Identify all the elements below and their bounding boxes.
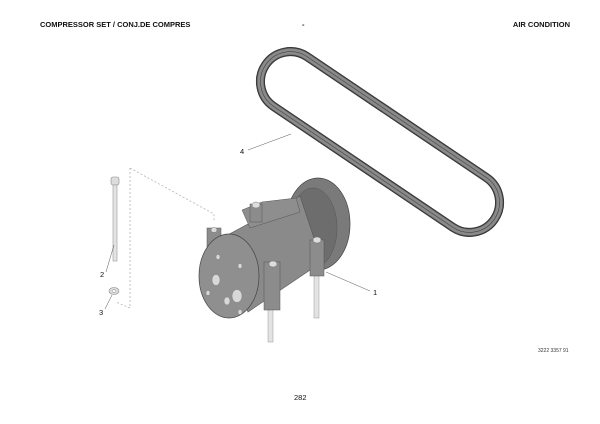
compressor [198,177,351,343]
page-number: 282 [294,393,307,402]
washer [108,287,120,295]
header-separator: - [302,20,305,29]
page-title: COMPRESSOR SET / CONJ.DE COMPRES [40,20,191,29]
callout-3: 3 [99,308,104,317]
section-title: AIR CONDITION [512,20,570,29]
leader-line-1 [325,271,371,292]
leader-line-4 [247,133,292,151]
callout-1: 1 [373,288,378,297]
drawing-code: 3222 3357 91 [538,348,569,354]
callout-2: 2 [100,270,105,279]
assembly-guide-line [129,167,215,222]
leader-line-3 [104,294,113,310]
assembly-guide-line [115,168,131,309]
bolt [110,176,120,262]
leader-line-2 [105,244,115,273]
callout-4: 4 [240,147,245,156]
drive-belt [255,47,505,237]
